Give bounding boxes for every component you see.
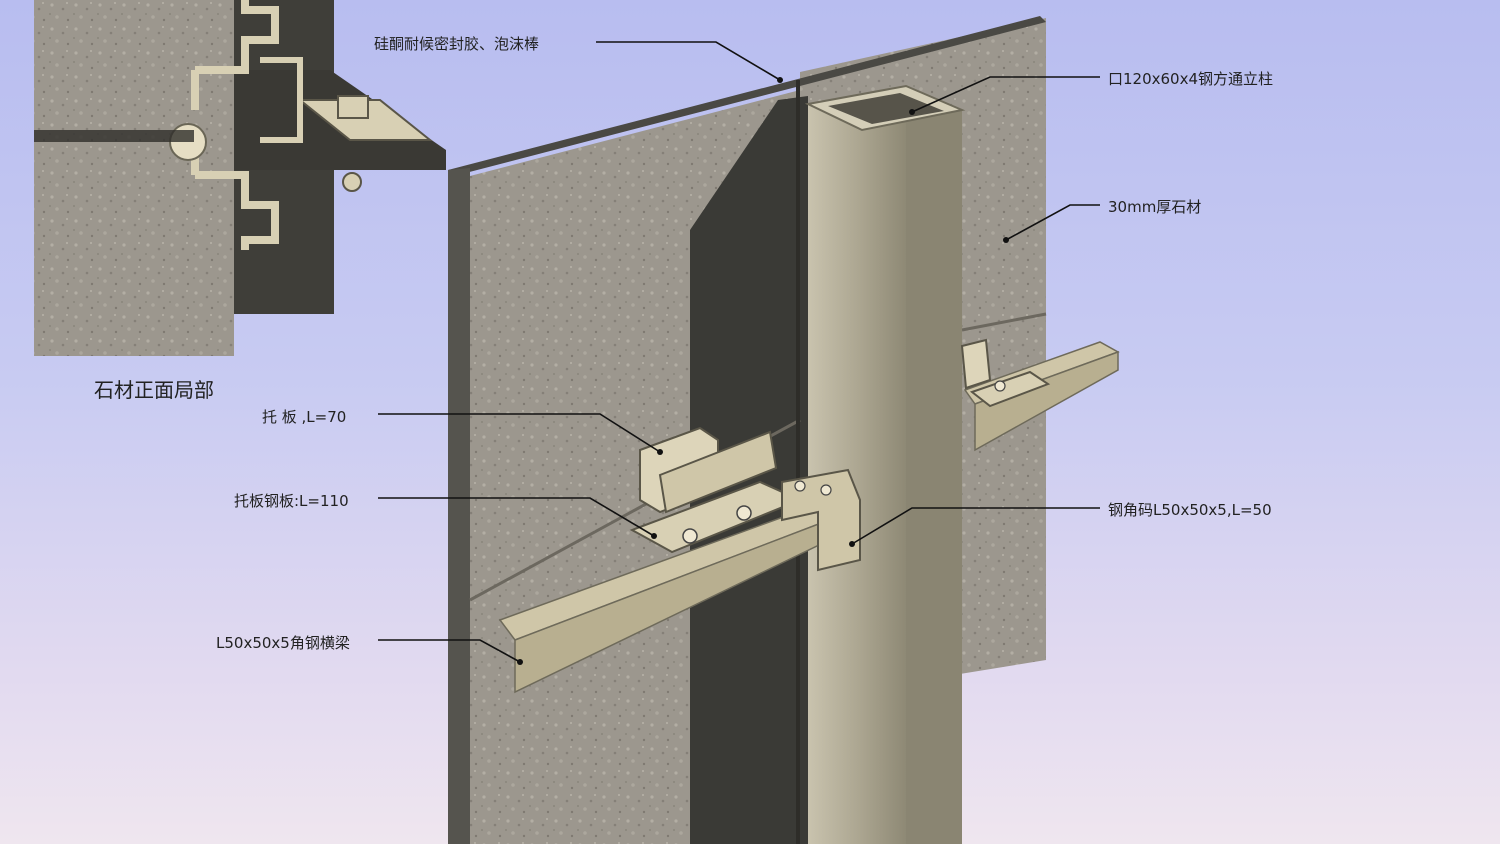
- inset-clip-profile: [191, 0, 279, 250]
- inset-bolt-head: [337, 95, 369, 119]
- callout-pallet: 托 板 ,L=70: [262, 408, 347, 426]
- steel-column-side: [906, 86, 962, 844]
- leader-lines: [378, 41, 1100, 663]
- leader-steel-column: [911, 76, 1100, 113]
- leader-stone: [1005, 204, 1100, 241]
- callout-sealant: 硅酮耐候密封胶、泡沫棒: [374, 35, 540, 53]
- callout-stone: 30mm厚石材: [1108, 198, 1202, 216]
- leader-pallet-connector: [378, 497, 655, 537]
- steel-column-front: [808, 86, 906, 844]
- main-assembly: [448, 16, 1120, 844]
- pallet-fin: [658, 430, 778, 514]
- leader-sealant: [596, 41, 781, 81]
- right-connector-plate: [969, 370, 1051, 408]
- steel-column-hole: [828, 93, 944, 124]
- callout-angle-bracket: 钢角码L50x50x5,L=50: [1108, 501, 1272, 519]
- inset-detail: [34, 0, 446, 356]
- leader-pallet: [378, 413, 661, 453]
- inset-title: 石材正面局部: [94, 378, 214, 402]
- inset-nut: [342, 172, 362, 192]
- stone-joint-right: [961, 312, 1047, 332]
- bracket-bolt-1: [794, 480, 806, 492]
- callout-steel-column: 口120x60x4钢方通立柱: [1108, 70, 1274, 88]
- bracket-bolt-2: [820, 484, 832, 496]
- right-bolt: [994, 380, 1006, 392]
- angle-bracket: [781, 468, 861, 572]
- callout-angle-beam: L50x50x5角钢横梁: [216, 634, 350, 652]
- inset-joint-line: [34, 130, 194, 142]
- callout-pallet-connector: 托板钢板:L=110: [234, 492, 349, 510]
- leader-angle-bracket: [851, 507, 1100, 545]
- leader-angle-beam: [378, 639, 521, 663]
- panel-left-edge: [448, 168, 470, 844]
- panel-top-edge: [448, 16, 1046, 176]
- bolt-2: [736, 505, 752, 521]
- inset-clip-inner: [260, 57, 303, 143]
- bolt-1: [682, 528, 698, 544]
- right-pallet: [960, 338, 992, 390]
- leader-dots: [517, 77, 1009, 665]
- angle-beam-right-face: [974, 350, 1119, 452]
